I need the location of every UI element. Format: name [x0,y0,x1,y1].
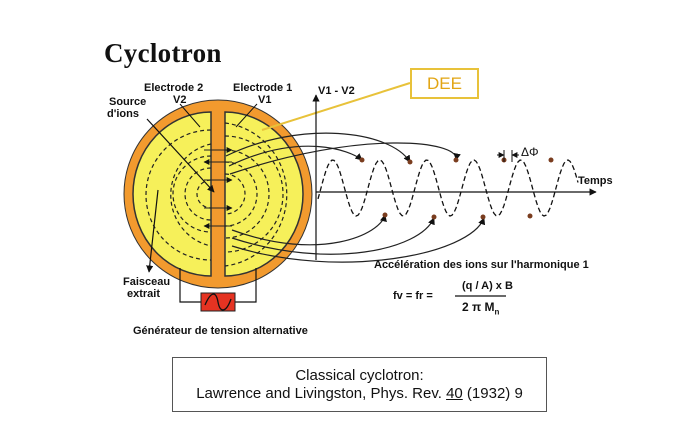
v1-label: V1 [258,94,272,106]
gap-arrows [203,147,233,229]
generator-wire-left [179,268,201,303]
figure-caption: Classical cyclotron: Lawrence and Living… [172,357,547,412]
dee-electrode-1 [224,111,304,277]
formula-numerator: (q / A) x B [462,280,513,292]
generator-label: Générateur de tension alternative [133,325,308,337]
generator-wire-right [235,268,257,303]
voltage-sine-wave [317,159,579,217]
electrode2-label: Electrode 2 [144,82,204,94]
faisceau-label-line2: extrait [127,288,161,300]
ion-dots [359,157,554,220]
delta-phi-label: ΔΦ [521,145,539,159]
ion-timing-arrows [225,132,486,263]
v2-label: V2 [173,94,187,106]
ion-spiral [145,122,288,267]
faisceau-label-line1: Faisceau [123,276,171,288]
dee-connector [261,82,411,131]
time-axis-label: Temps [578,175,613,187]
figure-title: Cyclotron [104,38,222,68]
electrode1-label: Electrode 1 [233,82,293,94]
acceleration-label: Accélération des ions sur l'harmonique 1 [374,259,589,271]
voltage-axis-label: V1 - V2 [318,85,355,97]
source-pointer [146,118,215,193]
generator-wave-icon [204,293,232,311]
dee-callout: DEE [410,68,479,99]
electrode2-leader [179,103,201,128]
formula-denominator: 2 π Mn [462,300,500,317]
extracted-beam [146,189,159,273]
source-label-line2: d'ions [107,108,139,120]
electrode1-leader [235,103,258,128]
caption-line2: Lawrence and Livingston, Phys. Rev. 40 (… [196,385,523,402]
source-label-line1: Source [109,96,147,108]
formula-lhs: fv = fr = [393,290,433,302]
caption-line1: Classical cyclotron: [295,367,424,384]
